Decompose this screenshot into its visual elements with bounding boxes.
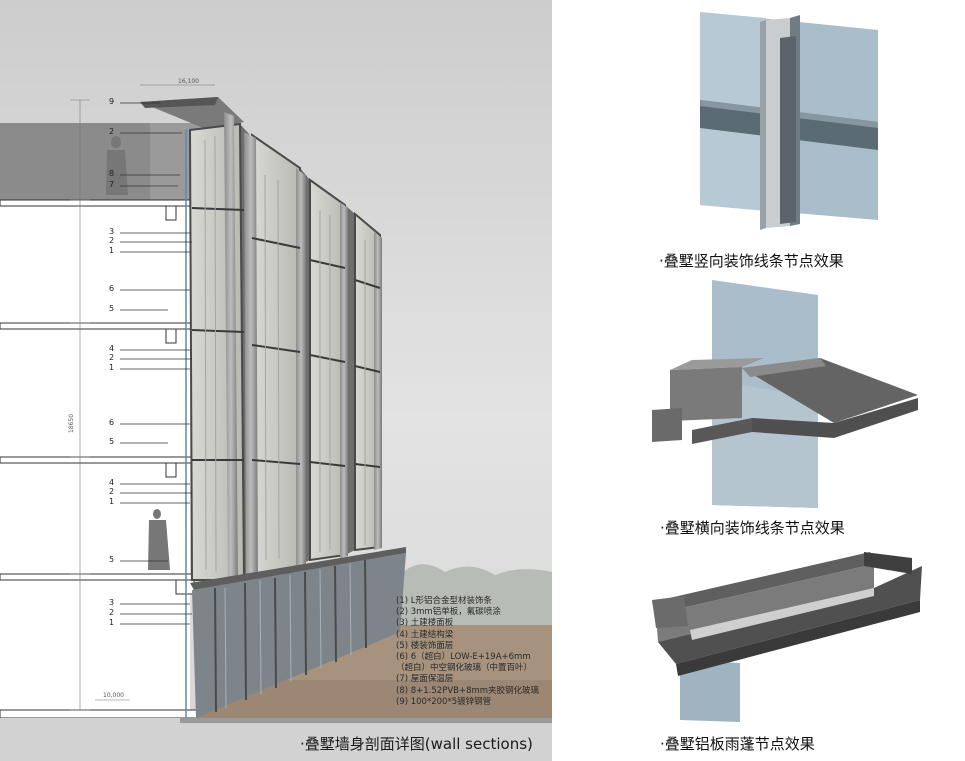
dimension-side: 18650	[68, 413, 76, 434]
callout-label: 4	[109, 478, 115, 487]
legend-item: （超白）中空钢化玻璃（中置百叶）	[396, 663, 533, 674]
legend-item: (7) 屋面保温层	[396, 674, 454, 685]
callout-label: 3	[109, 598, 115, 607]
callout-label: 5	[109, 304, 115, 313]
callout-label: 1	[109, 363, 115, 372]
callout-label: 2	[109, 127, 115, 136]
legend-item: (2) 3mm铝单板，氟碳喷涂	[396, 607, 501, 618]
dimension-bottom: 10,000	[103, 692, 124, 699]
callout-label: 1	[109, 497, 115, 506]
wall-section-caption: ·叠墅墙身剖面详图(wall sections)	[300, 735, 533, 753]
material-legend: (1) L形铝合金型材装饰条 (2) 3mm铝单板，氟碳喷涂 (3) 土建楼面板…	[396, 596, 546, 708]
legend-item: (6) 6（超白）LOW-E+19A+6mm	[396, 652, 531, 663]
legend-item: (9) 100*200*5镀锌钢管	[396, 696, 492, 707]
callout-label: 6	[109, 418, 115, 427]
detail-renderings-svg	[652, 12, 922, 722]
horizontal-fin-detail	[652, 280, 918, 508]
callout-label: 4	[109, 344, 115, 353]
legend-item: (4) 土建结构梁	[396, 629, 454, 640]
legend-item: (8) 8+1.52PVB+8mm夹胶钢化玻璃	[396, 685, 540, 696]
detail-caption-vertical: ·叠墅竖向装饰线条节点效果	[659, 252, 844, 270]
callout-label: 2	[109, 608, 115, 617]
wall-section-svg	[0, 0, 552, 761]
callout-label: 2	[109, 353, 115, 362]
legend-item: (5) 楼装饰面层	[396, 640, 454, 651]
detail-caption-canopy: ·叠墅铝板雨蓬节点效果	[660, 735, 815, 753]
callout-label: 2	[109, 236, 115, 245]
vertical-fin-detail	[700, 12, 878, 230]
callout-label: 8	[109, 169, 115, 178]
callout-label: 5	[109, 555, 115, 564]
aluminum-canopy-detail	[652, 552, 922, 722]
detail-caption-horizontal: ·叠墅横向装饰线条节点效果	[660, 519, 845, 537]
callout-label: 3	[109, 227, 115, 236]
callout-label: 2	[109, 487, 115, 496]
wall-section-drawing: 16,100 10,000 18650 9 2 8 7 3 2 1 6 5 4 …	[0, 0, 552, 761]
callout-label: 9	[109, 97, 115, 106]
callout-label: 7	[109, 180, 115, 189]
callout-label: 1	[109, 618, 115, 627]
dimension-top: 16,100	[178, 78, 199, 85]
callout-label: 1	[109, 246, 115, 255]
callout-label: 5	[109, 437, 115, 446]
legend-item: (1) L形铝合金型材装饰条	[396, 596, 492, 606]
callout-label: 6	[109, 284, 115, 293]
legend-item: (3) 土建楼面板	[396, 618, 454, 629]
